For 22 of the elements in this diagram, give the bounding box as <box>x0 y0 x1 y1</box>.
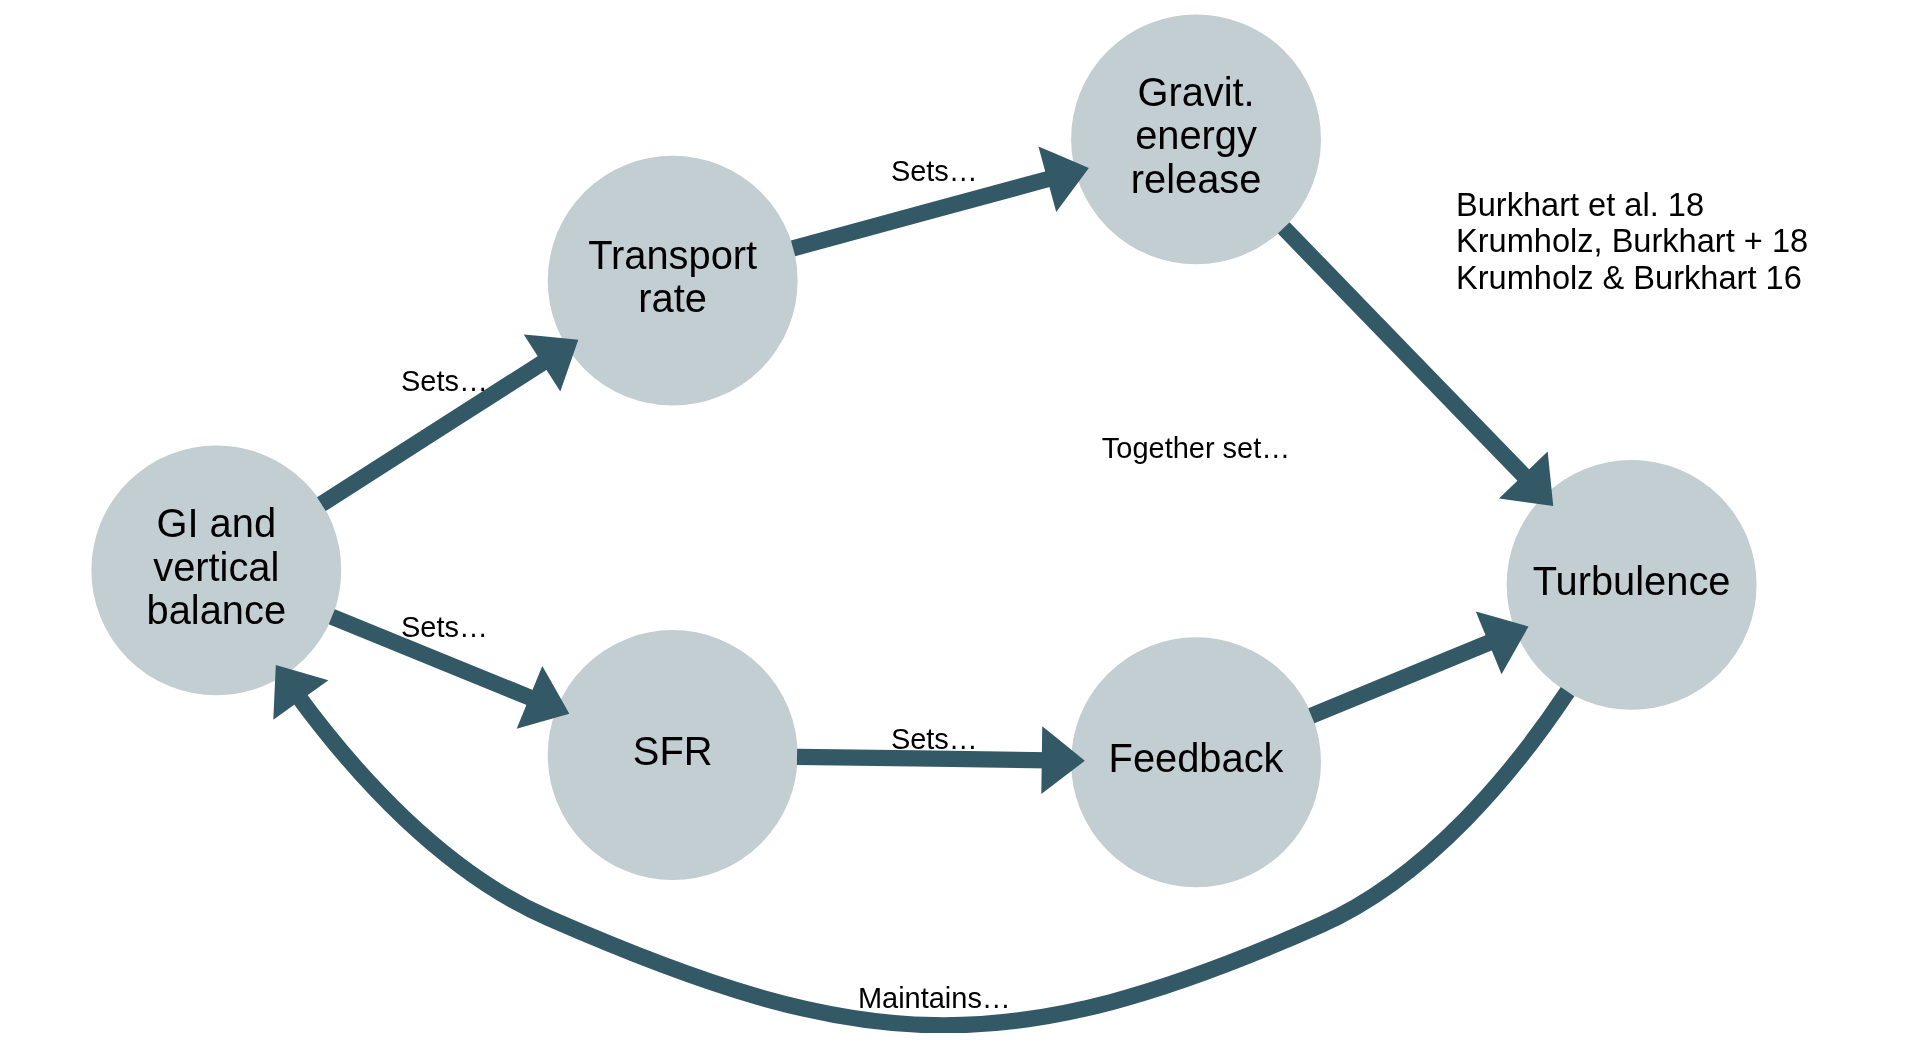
label: Krumholz & Burkhart 16 <box>1455 258 1802 296</box>
edge-label: Maintains… <box>857 982 1011 1015</box>
node-circle: Turbulence <box>1506 459 1757 710</box>
node-circle: SFR <box>547 630 798 881</box>
arrow <box>1277 222 1553 506</box>
node-circle: Feedback <box>1070 637 1321 888</box>
edge-label: Sets… <box>890 723 978 756</box>
arrow <box>328 609 569 729</box>
arrow <box>272 665 1574 1033</box>
arrow <box>796 726 1085 795</box>
node-circle: GI and vertical balance <box>90 445 341 696</box>
edge-label: Sets… <box>400 611 488 643</box>
arrow <box>790 146 1089 257</box>
edge-label: Sets… <box>890 154 978 187</box>
node-circle: Transport rate <box>547 155 798 406</box>
arrow <box>1307 611 1528 724</box>
label: Krumholz, Burkhart + 18 <box>1455 222 1808 260</box>
arrow <box>316 334 578 512</box>
edge-label: Sets… <box>400 364 488 397</box>
label: Together set… <box>1101 431 1290 464</box>
label: Burkhart et al. 18 <box>1455 186 1704 224</box>
node-circle: Gravit. energy release <box>1070 14 1321 265</box>
